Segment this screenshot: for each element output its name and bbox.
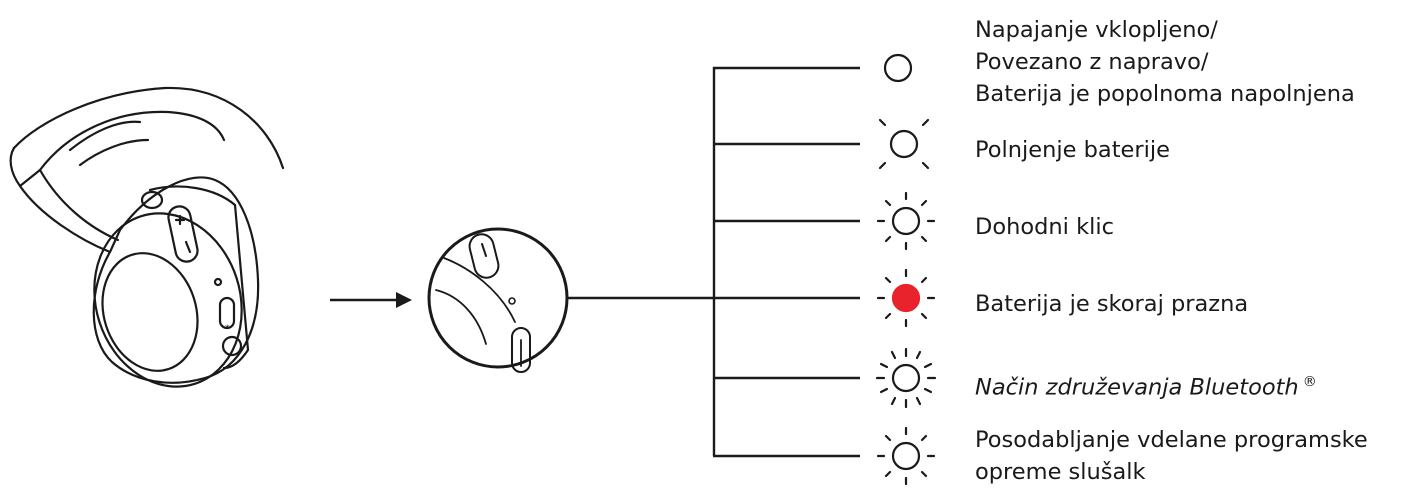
led-firmware-icon <box>876 426 936 486</box>
headset-illustration: * <box>9 86 285 388</box>
label-power-on-line-3: Baterija je popolnoma napolnjena <box>975 81 1355 107</box>
label-incoming-call: Dohodni klic <box>975 211 1114 243</box>
tree-branches <box>713 66 860 458</box>
led-low-battery-icon <box>876 268 936 328</box>
arrow-right-icon <box>330 292 412 308</box>
label-firmware-update-line-1: Posodabljanje vdelane programske <box>975 427 1368 453</box>
svg-text:*: * <box>225 324 230 334</box>
label-low-battery-line-1: Baterija je skoraj prazna <box>975 291 1249 317</box>
label-charging: Polnjenje baterije <box>975 134 1170 166</box>
label-bluetooth-pairing-text: Način združevanja Bluetooth <box>975 374 1299 401</box>
label-charging-line-1: Polnjenje baterije <box>975 137 1170 163</box>
zoomed-led-detail <box>427 227 569 373</box>
label-firmware-update: Posodabljanje vdelane programske opreme … <box>975 424 1368 488</box>
label-firmware-update-line-2: opreme slušalk <box>975 459 1146 485</box>
label-incoming-call-line-1: Dohodni klic <box>975 214 1114 240</box>
registered-mark: ® <box>1302 374 1317 390</box>
label-power-on-line-2: Povezano z napravo/ <box>975 49 1209 75</box>
led-blinking-icon <box>876 191 936 251</box>
led-solid-icon <box>883 53 913 83</box>
led-pulsing-icon <box>878 118 930 170</box>
led-indicators <box>875 53 937 486</box>
label-power-on: Napajanje vklopljeno/ Povezano z napravo… <box>975 14 1355 110</box>
label-bluetooth-pairing-line: Način združevanja Bluetooth® <box>975 366 1317 404</box>
label-bluetooth-pairing: Način združevanja Bluetooth® <box>975 366 1317 404</box>
label-power-on-line-1: Napajanje vklopljeno/ <box>975 17 1218 43</box>
label-low-battery: Baterija je skoraj prazna <box>975 288 1248 320</box>
led-fast-blinking-icon <box>875 347 937 409</box>
